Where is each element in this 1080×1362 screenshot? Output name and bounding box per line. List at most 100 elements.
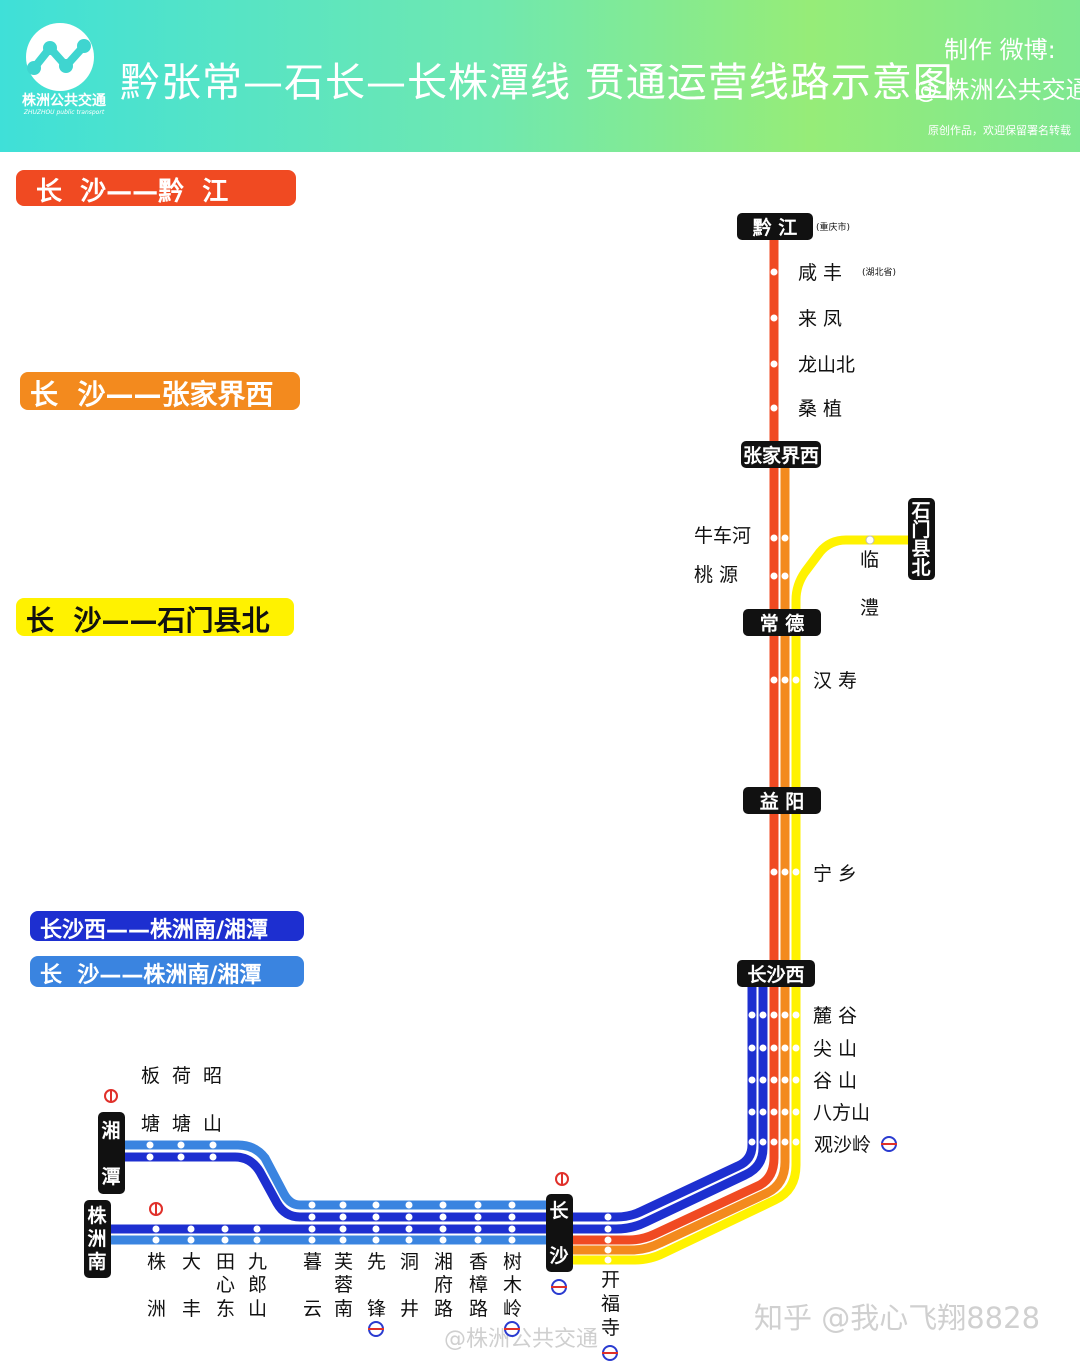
station-shumuling-2: 木 [503,1274,522,1296]
badge-yiyang [743,787,821,814]
station-hetang-1: 荷 [172,1065,191,1087]
station-changsha-2: 沙 [549,1245,568,1267]
station-gushan: 谷 山 [813,1070,857,1092]
station-hanshou: 汉 寿 [813,670,857,692]
badge-changshaxi [737,960,815,987]
badge-zhuzhounan [84,1200,111,1278]
station-xianfeng: 咸 丰 [798,262,842,284]
station-tianxindong-2: 心 [216,1274,235,1296]
station-niuchehe: 牛车河 [694,525,751,547]
station-shumuling-3: 岭 [503,1298,522,1320]
metro-icon-xianfeng [368,1321,384,1337]
line-yellow [555,535,925,1265]
train-station-icon-zhuzhounan [149,1202,163,1216]
station-badges: 黔 江 张家界西 常 德 益 阳 长沙西 石 门 县 北 长 沙 湘 潭 株 洲… [84,213,935,1278]
station-qianjiang: 黔 江 [753,216,798,239]
metro-icon-kaifusi [602,1345,618,1361]
station-taoyuan: 桃 源 [694,564,738,586]
station-kaifusi-3: 寺 [601,1317,620,1339]
line-red [555,222,779,1245]
station-kaifusi-2: 福 [601,1293,620,1315]
station-shimen-4: 北 [911,557,930,579]
station-zhuzhounan-3: 南 [87,1251,106,1273]
station-xianfeng-note: (湖北省) [862,266,896,278]
zhihu-watermark: 知乎 @我心飞翔8828 [754,1301,1040,1335]
station-laifeng: 来 凤 [798,308,842,330]
station-jiulangshan-3: 山 [248,1298,267,1320]
station-muyun-1: 暮 [303,1251,322,1273]
station-shimen-2: 门 [911,518,930,541]
badge-zhangjiajiexi [741,441,821,468]
weibo-account: @ 株洲公共交通 [914,76,1080,104]
station-bantang-1: 板 [141,1065,160,1087]
station-kaifusi-1: 开 [601,1269,620,1291]
station-muyun-2: 云 [303,1298,322,1320]
station-qianjiang-note: (重庆市) [816,221,850,233]
station-xiangfulu-2: 府 [434,1274,453,1296]
logo-icon [26,23,94,91]
badge-changde [743,609,821,636]
station-zhuzhou-1: 株 [147,1251,166,1273]
station-zhaoshan-1: 昭 [203,1065,222,1087]
badge-qianjiang [737,213,813,240]
station-jiulangshan-1: 九 [248,1251,267,1273]
line-blue [105,1140,565,1210]
station-xiangzhanglu-2: 樟 [469,1274,488,1296]
station-longshanbei: 龙山北 [798,354,855,376]
station-tianxindong-3: 东 [216,1298,235,1320]
station-furongnan-2: 蓉 [334,1274,353,1296]
station-linli-1: 临 [860,549,879,571]
watermarks: @株洲公共交通 知乎 @我心飞翔8828 [444,1301,1040,1352]
legend-changsha-shimenxianbei: 长 沙——石门县北 [16,598,294,637]
station-lugu: 麓 谷 [813,1005,857,1027]
station-sangzhi: 桑 植 [798,398,842,420]
badge-changsha [546,1194,573,1272]
station-xiangfulu-3: 路 [434,1298,453,1320]
maker-label: 制作 微博: [944,36,1056,64]
line-navy [105,968,757,1222]
station-zhuzhounan-1: 株 [87,1204,107,1227]
station-jiulangshan-2: 郎 [248,1274,267,1296]
station-hetang-2: 塘 [172,1113,191,1135]
station-bantang-2: 塘 [141,1113,160,1135]
station-xianfeng2-2: 锋 [367,1298,386,1320]
station-dongjing-1: 洞 [400,1251,419,1273]
station-furongnan-3: 南 [334,1298,353,1320]
station-dafeng-2: 丰 [182,1298,201,1320]
station-dafeng-1: 大 [182,1251,201,1273]
logo-english-name: ZHUZHOU public transport [23,109,105,116]
station-changde: 常 德 [760,612,805,635]
station-xianfeng2-1: 先 [367,1251,386,1273]
station-changshaxi: 长沙西 [747,964,804,986]
line-navy-zhuzhou [295,968,768,1234]
route-lines [91,222,925,1265]
station-xiangzhanglu-3: 路 [469,1298,488,1320]
station-shumuling-1: 树 [503,1251,522,1273]
rail-station-icons [104,1089,569,1216]
metro-icon-changsha [551,1279,567,1295]
station-tianxindong-1: 田 [216,1251,235,1273]
legend-changsha-qianjiang: 长 沙——黔 江 [16,170,296,207]
train-station-icon-changsha [555,1172,569,1186]
logo-name: 株洲公共交通 [22,93,106,109]
train-station-icon-xiangtan [104,1089,118,1103]
station-yiyang: 益 阳 [760,790,805,813]
weibo-watermark: @株洲公共交通 [444,1327,598,1352]
station-changsha-1: 长 [549,1200,569,1222]
line-orange [555,450,790,1255]
station-xiangfulu-1: 湘 [434,1251,453,1273]
legend-changshaxi-zhuzhounan-xiangtan: 长沙西——株洲南/湘潭 [30,911,304,943]
station-zhaoshan-2: 山 [203,1113,222,1135]
copyright-notice: 原创作品，欢迎保留署名转载 [928,124,1071,137]
station-zhuzhou-2: 洲 [147,1298,166,1320]
legend-changsha-zhuzhounan-xiangtan: 长 沙——株洲南/湘潭 [30,956,304,988]
badge-shimenxianbei [908,498,935,580]
station-furongnan-1: 芙 [334,1251,353,1273]
header-banner: 株洲公共交通 ZHUZHOU public transport 黔张常—石长—长… [0,0,1080,152]
station-dots [146,268,875,1264]
station-dongjing-2: 井 [400,1298,419,1320]
metro-icons [368,1136,897,1361]
station-guanshaling: 观沙岭 [814,1134,871,1156]
station-xiangzhanglu-1: 香 [469,1251,488,1273]
page-title: 黔张常—石长—长株潭线 贯通运营线路示意图 [120,60,954,106]
